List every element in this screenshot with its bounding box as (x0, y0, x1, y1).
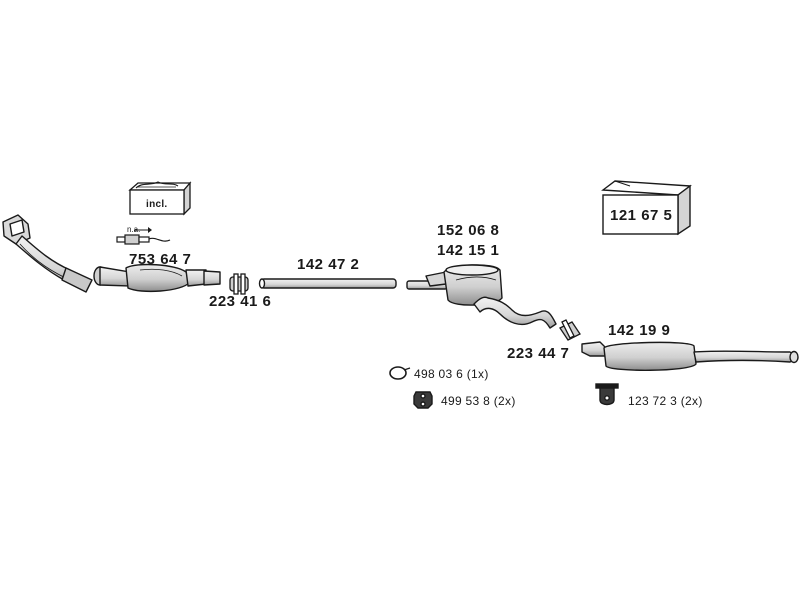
bracket-hanger-number: 123 72 3 (628, 394, 678, 408)
rubber-hanger-part-number: 499 53 8 (2x) (441, 394, 516, 408)
front-clamp-part (229, 273, 249, 295)
rear-silencer-part-number: 142 19 9 (608, 322, 671, 339)
ring-icon (389, 366, 411, 380)
lambda-sensor-note: n.a. (127, 225, 141, 234)
lambda-sensor-part (116, 227, 171, 245)
bracket-hanger-qty: (2x) (680, 394, 703, 408)
intermediate-pipe-part (258, 278, 397, 289)
rear-clamp-part (559, 319, 581, 341)
fitting-kit-box (128, 181, 192, 216)
mounting-kit-part-number: 121 67 5 (610, 207, 673, 224)
downpipe-part (2, 214, 93, 293)
ring-qty: (1x) (466, 367, 489, 381)
fitting-kit-incl-label: incl. (146, 199, 168, 210)
intermediate-pipe-part-number: 142 47 2 (297, 256, 360, 273)
front-clamp-part-number: 223 41 6 (209, 293, 272, 310)
rear-silencer-part (581, 341, 799, 371)
rubber-hanger-qty: (2x) (493, 394, 516, 408)
catalyst-part-number: 753 64 7 (129, 251, 192, 268)
center-silencer-part-number-a: 152 06 8 (437, 222, 500, 239)
rubber-hanger-number: 499 53 8 (441, 394, 491, 408)
bracket-hanger-icon (595, 383, 619, 406)
rubber-hanger-icon (413, 391, 433, 409)
catalytic-converter-part (93, 263, 221, 293)
bracket-hanger-part-number: 123 72 3 (2x) (628, 394, 703, 408)
ring-part-number: 498 03 6 (1x) (414, 367, 489, 381)
center-silencer-part (406, 264, 557, 329)
rear-clamp-part-number: 223 44 7 (507, 345, 570, 362)
mounting-kit-box (601, 180, 692, 236)
center-silencer-part-number-b: 142 15 1 (437, 242, 500, 259)
ring-number: 498 03 6 (414, 367, 464, 381)
